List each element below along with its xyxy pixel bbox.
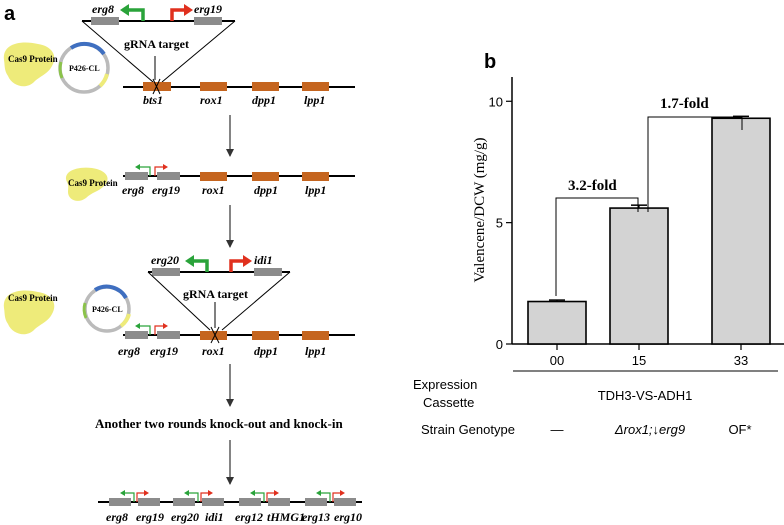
gene-label: idi1	[205, 510, 224, 524]
svg-text:Cas9 Protein: Cas9 Protein	[68, 178, 118, 188]
gene-label: erg20	[171, 510, 199, 524]
row3-donor: erg20 idi1 gRNA target	[147, 253, 291, 331]
bar-chart: 0 5 10 00 15 33 Valencene/DCW (mg/g)	[472, 77, 784, 368]
row3-chromosome: erg8 erg19 rox1 dpp1 lpp1	[118, 323, 355, 358]
gene-label: dpp1	[254, 183, 278, 197]
fold-bracket-2: 1.7-fold	[647, 96, 743, 212]
plasmid-icon: P426-CL	[58, 41, 110, 94]
bar	[711, 117, 771, 345]
svg-text:Cas9 Protein: Cas9 Protein	[8, 293, 58, 303]
row1-chromosome: bts1 rox1 dpp1 lpp1	[123, 78, 355, 107]
svg-text:P426-CL: P426-CL	[92, 305, 123, 314]
gene-label: rox1	[200, 93, 223, 107]
red-promoter-arrow-icon	[243, 255, 252, 267]
y-tick-label: 5	[496, 216, 503, 231]
gene-label: idi1	[254, 253, 273, 267]
cas9-protein-icon: Cas9 Protein	[3, 290, 58, 335]
gene-label: bts1	[143, 93, 163, 107]
panel-b-label: b	[484, 51, 496, 73]
erg19-gene-box	[194, 17, 222, 25]
expression-cassette-value: TDH3-VS-ADH1	[598, 388, 693, 403]
bar	[609, 207, 669, 345]
erg8-gene-box	[91, 17, 119, 25]
gene-label: rox1	[202, 344, 225, 358]
cas9-protein-icon	[65, 167, 108, 201]
gene-label: lpp1	[305, 344, 326, 358]
x-tick-label: 33	[734, 353, 748, 368]
gene-label: tHMG1	[267, 510, 305, 524]
plasmid-icon: P426-CL	[82, 284, 131, 333]
gene-label: dpp1	[252, 93, 276, 107]
gene-label: erg8	[118, 344, 140, 358]
gRNA-target-label: gRNA target	[183, 287, 248, 301]
panel-a-label: a	[4, 3, 16, 25]
gRNA-target-label: gRNA target	[124, 37, 189, 51]
x-tick-label: 15	[632, 353, 646, 368]
gene-label: erg12	[235, 510, 263, 524]
row1-donor: erg8 erg19 gRNA target	[81, 2, 236, 83]
green-promoter-arrow-icon	[128, 8, 145, 21]
gene-label: dpp1	[254, 344, 278, 358]
y-axis-label: Valencene/DCW (mg/g)	[472, 137, 488, 282]
genotype-cell: —	[551, 422, 564, 437]
fold-label: 3.2-fold	[568, 178, 617, 194]
y-tick-label: 10	[489, 94, 503, 109]
gene-label: erg19	[152, 183, 180, 197]
gene-label: erg10	[334, 510, 362, 524]
gene-label: erg13	[302, 510, 330, 524]
svg-text:Cas9 Protein: Cas9 Protein	[8, 54, 58, 64]
table-row1-header: Cassette	[423, 395, 474, 410]
gene-label: lpp1	[304, 93, 325, 107]
cas9-protein-icon: Cas9 Protein	[3, 42, 58, 87]
fold-label: 1.7-fold	[660, 96, 709, 112]
step-text: Another two rounds knock-out and knock-i…	[95, 416, 343, 431]
svg-text:P426-CL: P426-CL	[69, 64, 100, 73]
gene-label: erg19	[136, 510, 164, 524]
red-promoter-arrow-icon	[170, 8, 185, 21]
table-row2-header: Strain Genotype	[421, 422, 515, 437]
fold-bracket-1: 3.2-fold	[555, 178, 639, 296]
y-tick-label: 0	[496, 337, 503, 352]
gene-label: lpp1	[305, 183, 326, 197]
gene-label: erg19	[150, 344, 178, 358]
table-row1-header: Expression	[413, 377, 477, 392]
gene-label: erg20	[151, 253, 179, 267]
gene-label: erg8	[122, 183, 144, 197]
gene-label: erg19	[194, 2, 222, 16]
row2-chromosome: Cas9 Protein erg8 erg19 rox1 dpp1 lpp1	[65, 164, 355, 201]
gene-label: rox1	[202, 183, 225, 197]
gene-label: erg8	[92, 2, 114, 16]
gene-label: erg8	[106, 510, 128, 524]
bar	[527, 300, 587, 345]
genotype-cell: Δrox1;↓erg9	[614, 422, 685, 437]
x-tick-label: 00	[550, 353, 564, 368]
genotype-cell: OF*	[728, 422, 751, 437]
final-chromosome: erg8 erg19 erg20 idi1 erg12 tHMG1 erg13 …	[98, 490, 362, 524]
green-promoter-arrow-icon	[185, 255, 194, 267]
